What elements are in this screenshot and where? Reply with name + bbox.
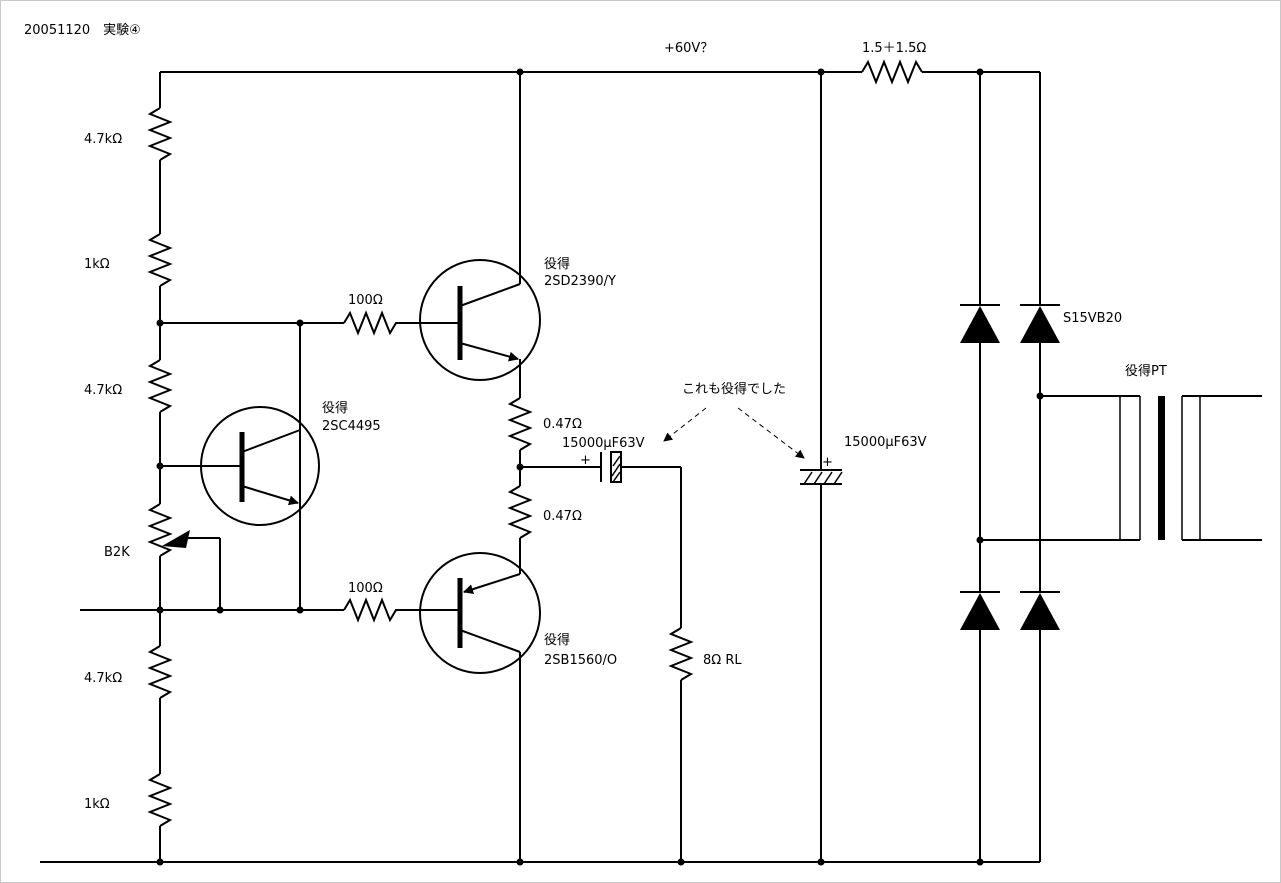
power-transformer	[980, 395, 1262, 541]
resistor-100-lower	[343, 597, 460, 623]
resistor-4k7-low	[147, 645, 173, 699]
re-lower-label: 0.47Ω	[543, 509, 582, 524]
resistor-psu-1p5	[861, 59, 923, 85]
q2-note-label: 役得	[544, 632, 570, 648]
r-low-label: 4.7kΩ	[84, 671, 122, 686]
capacitor-output	[600, 451, 681, 483]
load-resistor	[668, 467, 694, 862]
junction-dots	[156, 68, 1044, 866]
psu-resistor-label: 1.5＋1.5Ω	[862, 41, 926, 56]
transistor-q1-2sd2390	[419, 259, 541, 381]
r-base-upper-label: 100Ω	[348, 293, 383, 308]
q2-part-label: 2SB1560/O	[544, 653, 617, 668]
bridge-rectifier-s15vb20	[960, 72, 1060, 862]
vr-label: B2K	[104, 545, 130, 560]
q1-note-label: 役得	[544, 256, 570, 272]
page-title: 20051120 実験④	[24, 22, 141, 38]
cap-psu-plus: +	[822, 455, 833, 470]
q1-part-label: 2SD2390/Y	[544, 274, 616, 289]
supply-voltage-label: +60V？	[664, 41, 713, 56]
variable-resistor-b2k	[147, 503, 173, 557]
note-arrows	[663, 407, 805, 459]
bridge-label: S15VB20	[1063, 311, 1122, 326]
resistor-4k7-top	[147, 107, 173, 161]
resistor-100-upper	[343, 310, 460, 336]
bias-ladder	[147, 72, 173, 862]
r-1k-lower-label: 1kΩ	[84, 797, 110, 812]
transistor-q2-2sb1560	[419, 552, 541, 674]
transformer-label: 役得PT	[1125, 363, 1167, 379]
cap-out-plus: +	[580, 453, 591, 468]
r-top-label: 4.7kΩ	[84, 132, 122, 147]
vr-wiper	[162, 530, 221, 610]
resistor-047-upper	[507, 397, 533, 451]
resistor-047-lower	[507, 485, 533, 539]
re-upper-label: 0.47Ω	[543, 417, 582, 432]
r-base-lower-label: 100Ω	[348, 581, 383, 596]
output-stage-column	[507, 72, 533, 862]
capacitor-psu	[800, 72, 843, 862]
transistor-q3-2sc4495	[160, 406, 320, 526]
load-label: 8Ω RL	[703, 653, 742, 668]
r-mid-label: 4.7kΩ	[84, 383, 122, 398]
cap-out-label: 15000μF63V	[562, 436, 645, 451]
r-1k-upper-label: 1kΩ	[84, 257, 110, 272]
note-label: これも役得でした	[682, 381, 786, 397]
resistor-4k7-mid	[147, 359, 173, 413]
q3-note-label: 役得	[322, 400, 348, 416]
cap-psu-label: 15000μF63V	[844, 435, 927, 450]
q3-part-label: 2SC4495	[322, 419, 381, 434]
resistor-1k-upper	[147, 233, 173, 287]
resistor-1k-lower	[147, 773, 173, 827]
